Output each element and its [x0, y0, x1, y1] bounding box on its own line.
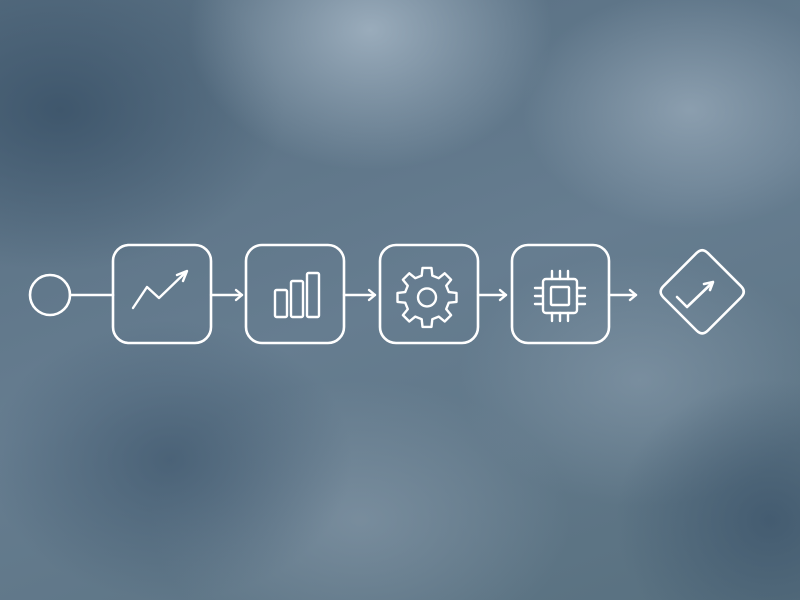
bar-chart-icon	[273, 271, 321, 319]
step-node-cpu	[510, 243, 611, 345]
start-node	[28, 273, 72, 317]
trend-line-icon	[131, 269, 189, 310]
flow-arrow-2	[342, 288, 377, 302]
step-node-bar-chart	[244, 243, 346, 345]
flow-arrow-3	[476, 288, 508, 302]
gear-icon	[396, 266, 458, 329]
flow-arrow-4	[607, 288, 638, 302]
checkmark-icon	[675, 280, 715, 309]
cpu-chip-icon	[533, 269, 587, 323]
end-decision-node	[659, 248, 746, 335]
step-node-gear	[378, 243, 480, 345]
flow-arrow-1	[209, 288, 244, 302]
